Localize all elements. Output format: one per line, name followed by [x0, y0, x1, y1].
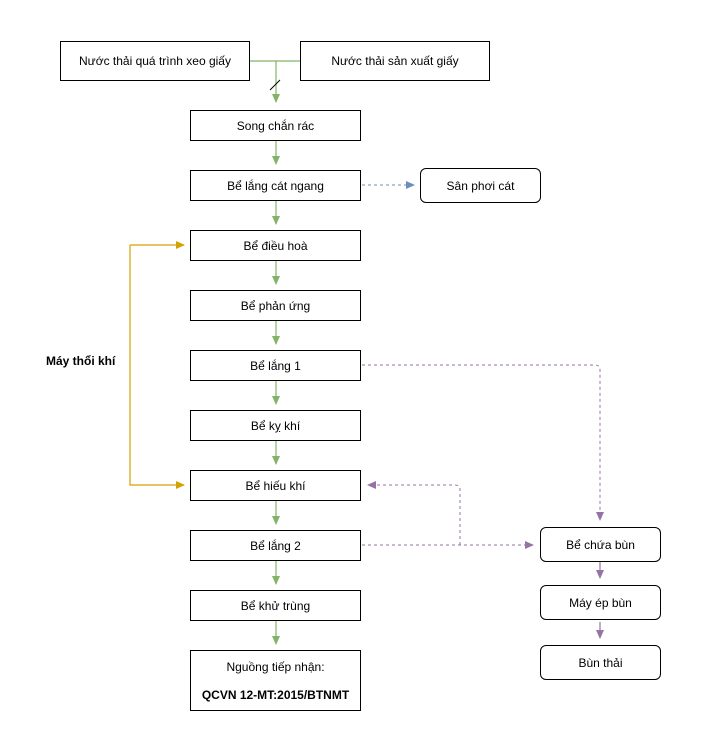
step-be-phan-ung: Bể phản ứng	[190, 290, 361, 321]
blower-loop	[129, 241, 185, 489]
step-be-khu-trung: Bể khử trùng	[190, 590, 361, 621]
step-be-lang-2: Bể lắng 2	[190, 530, 361, 561]
receiving-source-box: Nguồng tiếp nhận: QCVN 12-MT:2015/BTNMT	[190, 650, 361, 711]
blower-label: Máy thổi khí	[46, 354, 116, 368]
sludge-lines	[362, 364, 604, 549]
standard-code: QCVN 12-MT:2015/BTNMT	[201, 687, 350, 702]
step-be-ky-khi: Bể kỵ khí	[190, 410, 361, 441]
may-ep-bun-box: Máy ép bùn	[540, 585, 661, 620]
source-box-right: Nước thải sản xuất giấy	[300, 41, 490, 81]
step-be-dieu-hoa: Bể điều hoà	[190, 230, 361, 261]
step-be-lang-1: Bể lắng 1	[190, 350, 361, 381]
receiving-source-label: Nguồng tiếp nhận:	[226, 659, 325, 674]
slash-mark	[269, 79, 281, 91]
san-phoi-cat-box: Sân phơi cát	[420, 168, 541, 203]
bun-thai-box: Bùn thải	[540, 645, 661, 680]
step-song-chan-rac: Song chắn rác	[190, 110, 361, 141]
be-chua-bun-box: Bể chứa bùn	[540, 527, 661, 562]
source-box-left: Nước thải quá trình xeo giấy	[60, 41, 250, 81]
step-be-lang-cat-ngang: Bể lắng cát ngang	[190, 170, 361, 201]
step-be-hieu-khi: Bể hiếu khí	[190, 470, 361, 501]
sources-connector	[250, 60, 300, 103]
